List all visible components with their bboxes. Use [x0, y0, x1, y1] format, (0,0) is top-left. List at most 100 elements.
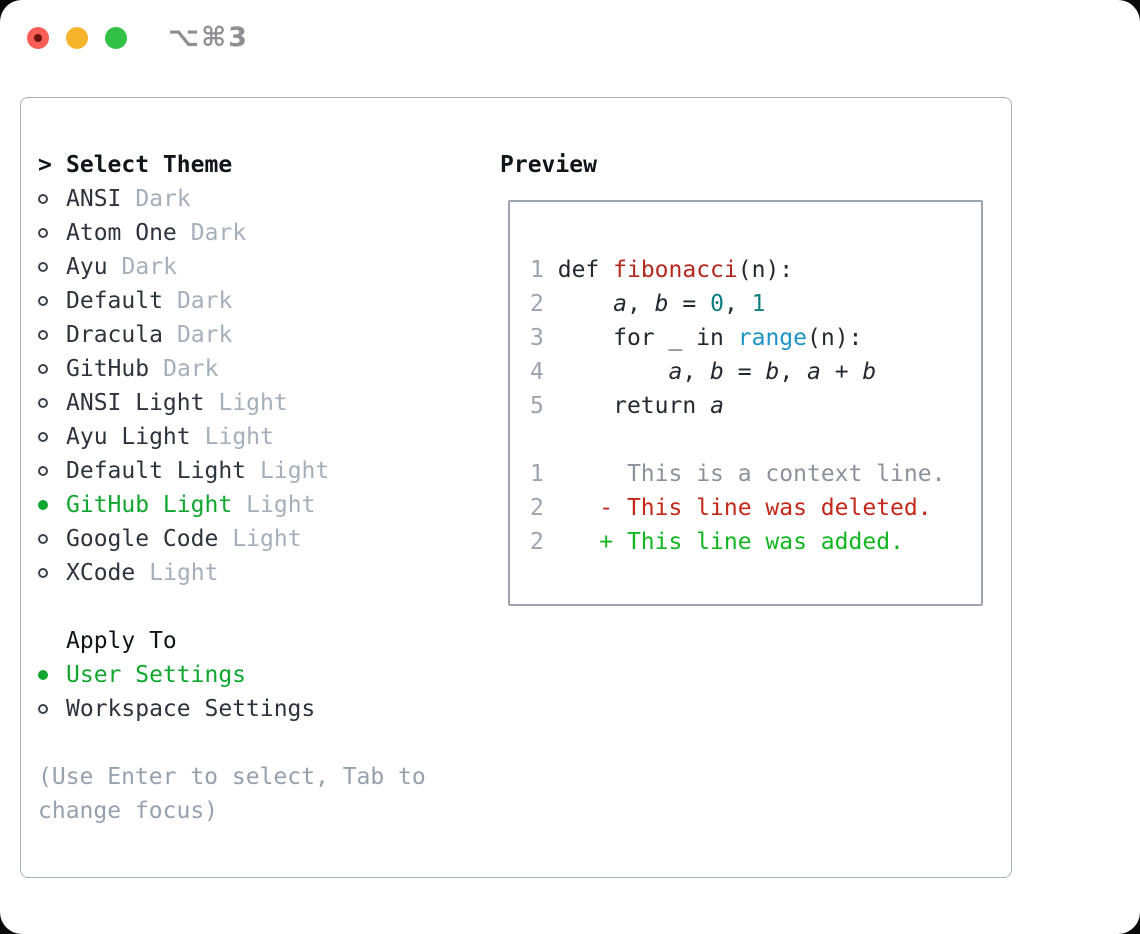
code-token: - This line was deleted. — [599, 495, 932, 521]
option-label: Ayu Light — [66, 424, 191, 450]
spacer — [38, 590, 426, 624]
code-token: , — [626, 291, 655, 317]
radio-icon — [38, 296, 66, 306]
spacer — [38, 726, 426, 760]
apply-to-label: Apply To — [66, 628, 177, 654]
apply-option-workspace-settings[interactable]: Workspace Settings — [38, 692, 426, 726]
preview-code-line: 1 This is a context line. — [530, 457, 981, 491]
theme-variant-label: Light — [204, 424, 274, 450]
code-token: = — [723, 359, 766, 385]
radio-empty-circle-icon — [38, 296, 48, 306]
radio-empty-circle-icon — [38, 398, 48, 408]
code-token: 1 — [751, 291, 766, 317]
theme-option-github-light[interactable]: GitHub Light Light — [38, 488, 426, 522]
radio-selected-icon — [38, 500, 66, 510]
option-label: Dracula — [66, 322, 163, 348]
theme-option-ansi-light[interactable]: ANSI Light Light — [38, 386, 426, 420]
select-theme-label: Select Theme — [66, 152, 233, 178]
theme-variant-label: Light — [246, 492, 316, 518]
code-token — [696, 393, 710, 419]
radio-selected-icon — [38, 670, 66, 680]
code-token: + This line was added. — [599, 529, 904, 555]
preview-code-line: 4 a, b = b, a + b — [530, 355, 981, 389]
code-token: in — [696, 325, 724, 351]
preview-code-line: 2 - This line was deleted. — [530, 491, 981, 525]
theme-variant-label: Light — [218, 390, 288, 416]
apply-to-header: Apply To — [38, 624, 426, 658]
code-token: , — [682, 359, 711, 385]
code-token — [544, 257, 558, 283]
code-token: This is a context line. — [626, 461, 946, 487]
option-label: Google Code — [66, 526, 219, 552]
code-token: 5 — [530, 393, 544, 419]
theme-variant-label: Light — [260, 458, 330, 484]
code-token: b — [654, 291, 669, 317]
code-token: 2 — [530, 495, 544, 521]
preview-code-line: 2 a, b = 0, 1 — [530, 287, 981, 321]
theme-option-xcode[interactable]: XCode Light — [38, 556, 426, 590]
code-token — [544, 325, 613, 351]
option-label: Default Light — [66, 458, 247, 484]
theme-option-ayu-light[interactable]: Ayu Light Light — [38, 420, 426, 454]
preview-blank-line — [530, 219, 981, 253]
radio-empty-circle-icon — [38, 432, 48, 442]
code-token: (n): — [737, 257, 794, 283]
apply-option-user-settings[interactable]: User Settings — [38, 658, 426, 692]
close-button[interactable] — [27, 27, 49, 49]
radio-icon — [38, 568, 66, 578]
code-token: b — [765, 359, 780, 385]
code-token: + — [820, 359, 863, 385]
option-label: ANSI Light — [66, 390, 205, 416]
radio-icon — [38, 262, 66, 272]
code-token: b — [862, 359, 877, 385]
theme-option-github[interactable]: GitHub Dark — [38, 352, 426, 386]
theme-variant-label: Dark — [135, 186, 191, 212]
theme-variant-label: Light — [149, 560, 219, 586]
code-token: 2 — [530, 529, 544, 555]
radio-icon — [38, 364, 66, 374]
option-label: Ayu — [66, 254, 108, 280]
code-token: for — [613, 325, 655, 351]
radio-icon — [38, 330, 66, 340]
minimize-button[interactable] — [66, 27, 88, 49]
radio-empty-circle-icon — [38, 466, 48, 476]
code-token — [544, 291, 613, 317]
active-dot-icon — [34, 34, 42, 42]
code-token: a — [668, 359, 683, 385]
code-token: a — [613, 291, 627, 317]
focus-indicator-icon: > — [38, 152, 52, 178]
radio-empty-circle-icon — [38, 364, 48, 374]
radio-icon — [38, 704, 66, 714]
theme-variant-label: Dark — [163, 356, 219, 382]
zoom-button[interactable] — [105, 27, 127, 49]
radio-empty-circle-icon — [38, 262, 48, 272]
radio-empty-circle-icon — [38, 330, 48, 340]
radio-empty-circle-icon — [38, 568, 48, 578]
code-token: range — [737, 325, 808, 351]
radio-icon — [38, 432, 66, 442]
select-theme-header: > Select Theme — [38, 148, 426, 182]
radio-empty-circle-icon — [38, 534, 48, 544]
option-label: XCode — [66, 560, 136, 586]
code-token — [599, 257, 613, 283]
window-title: ⌥⌘3 — [168, 22, 249, 53]
option-label: GitHub — [66, 356, 150, 382]
code-token — [544, 393, 613, 419]
hint-text-line1: (Use Enter to select, Tab to — [38, 764, 426, 790]
code-token — [544, 495, 599, 521]
theme-variant-label: Dark — [176, 288, 233, 314]
theme-option-default-light[interactable]: Default Light Light — [38, 454, 426, 488]
code-token: 4 — [530, 359, 544, 385]
option-label: GitHub Light — [66, 492, 233, 518]
